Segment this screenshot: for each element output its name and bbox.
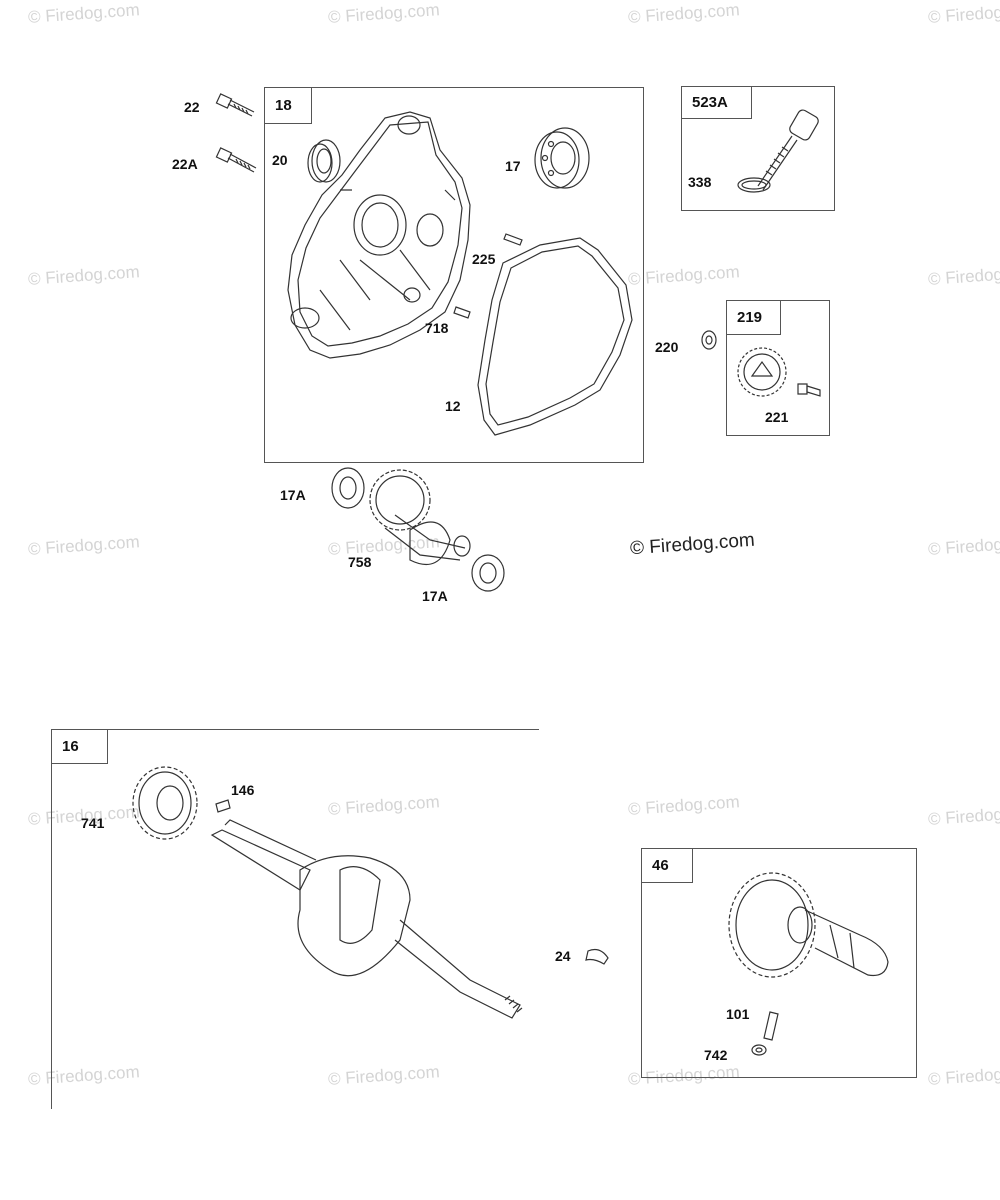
gasket-icon [478,238,632,435]
group-frame-camshaft: 46 [641,848,917,1078]
crankshaft-icon [212,820,522,1018]
callout-146: 146 [231,782,255,798]
callout-17a: 17A [422,588,448,604]
group-ref-label: 18 [265,88,312,124]
callout-758: 758 [348,554,372,570]
dowel-pin-icon [504,234,522,245]
group-ref-label: 523A [682,87,752,119]
dowel-pin-icon [764,1012,778,1040]
bearing-icon [535,128,589,188]
gear-icon [133,767,197,839]
dipstick-icon [758,108,820,190]
callout-17: 17 [505,158,521,174]
callout-220: 220 [655,339,679,355]
callout-22: 22 [184,99,200,115]
oil-seal-icon [308,140,340,182]
bearing-icon [332,468,364,508]
camshaft-icon [729,873,888,977]
callout-17a: 17A [280,487,306,503]
o-ring-icon [738,178,770,192]
callout-225: 225 [472,251,496,267]
key-icon [216,800,230,812]
bolt-icon [216,148,256,172]
gear-icon [738,348,786,396]
dowel-pin-icon [454,307,470,318]
balancer-shaft-icon [370,470,470,565]
callout-741: 741 [81,815,105,831]
crankcase-cover-icon [288,112,470,358]
callout-718: 718 [425,320,449,336]
callout-12: 12 [445,398,461,414]
callout-24: 24 [555,948,571,964]
callout-101: 101 [726,1006,750,1022]
callout-22a: 22A [172,156,198,172]
group-ref-label: 16 [52,730,108,764]
washer-icon [752,1045,766,1055]
bolt-icon [216,94,254,116]
bearing-icon [472,555,504,591]
washer-icon [702,331,716,349]
group-frame-oil-fill-plug: 523A [681,86,835,211]
key-icon [586,950,608,964]
bolt-icon [798,384,820,396]
group-ref-label: 46 [642,849,693,883]
group-frame-crankshaft: 16 [51,729,539,1109]
callout-20: 20 [272,152,288,168]
callout-338: 338 [688,174,712,190]
group-frame-oil-pump: 219 [726,300,830,436]
group-ref-label: 219 [727,301,781,335]
group-frame-crankcase-cover: 18 [264,87,644,463]
callout-742: 742 [704,1047,728,1063]
callout-221: 221 [765,409,789,425]
